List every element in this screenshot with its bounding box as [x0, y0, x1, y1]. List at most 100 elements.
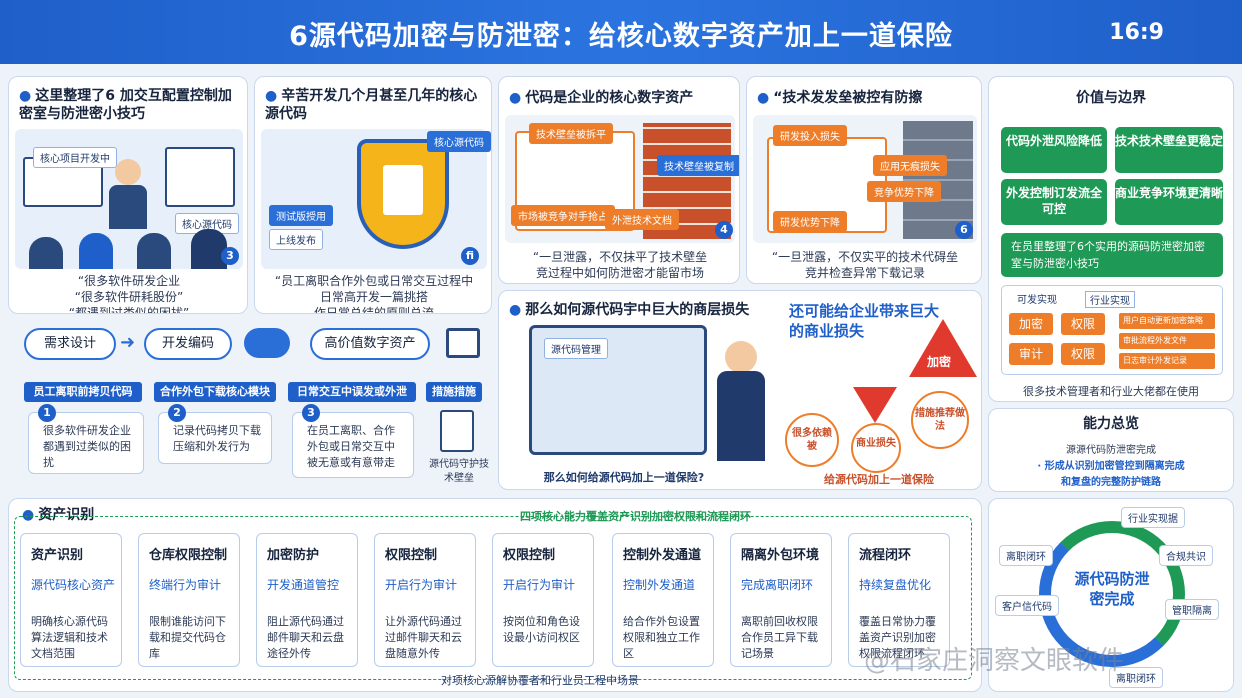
module-card-7: 隔离外包环境 完成离职闭环 离职前回收权限合作员工异下载记场景: [730, 533, 832, 667]
monitor-right: [165, 147, 235, 207]
panel-barrier-title: “技术发发垒被控有防擦: [773, 90, 923, 106]
mini-permission: 权限: [1061, 313, 1105, 335]
presenter-body: [109, 185, 147, 229]
step-number: 4: [715, 221, 733, 239]
tile-barrier-stable: 技术技术壁垒更稳定: [1115, 127, 1223, 173]
module-card-8: 流程闭环 持续复盘优化 覆盖日常协力覆盖资产识别加密权限流程闭环: [848, 533, 950, 667]
tag-release: 上线发布: [269, 229, 323, 250]
person-figure: [725, 341, 757, 373]
stone-wall: [903, 121, 973, 239]
header-bar: 6源代码加密与防泄密：给核心数字资产加上一道保险 16:9: [0, 0, 1242, 64]
audience-2: [79, 233, 113, 269]
step-box-3: 在员工离职、合作外包或日常交互中被无意或有意带走: [292, 412, 414, 478]
green-summary: 在员里整理了6个实用的源码防泄密加密室与防泄密小技巧: [1001, 233, 1223, 277]
step-number: 6: [955, 221, 973, 239]
circle-loss-label: 商业损失: [856, 438, 896, 449]
assets-footer: 对项核心源解协覆者和行业员工程中场景: [441, 674, 639, 687]
step-number: 3: [302, 404, 320, 422]
tag-market-taken: 市场被竞争对手抢占: [511, 205, 615, 226]
step-number: 3: [221, 247, 239, 265]
ability-line-3: 和复盘的完整防护链路: [1061, 477, 1161, 488]
dashed-border: [14, 516, 972, 680]
panel-how-title: 那么如何源代码宇中巨大的商层损失: [525, 302, 750, 318]
tag-core-source: 核心源代码: [427, 131, 491, 152]
circle-dependency: [785, 413, 839, 467]
module-card-4: 权限控制 开启行为审计 让外源代码通过过邮件聊天和云盘随意外传: [374, 533, 476, 667]
panel-digital-asset: ●代码是企业的核心数字资产 技术壁垒被拆平 技术壁垒被复制 市场被竞争对手抢占 …: [498, 76, 740, 284]
mini-audit: 审计: [1009, 343, 1053, 365]
tag-rd-advantage-down: 研发优势下降: [773, 211, 847, 232]
tag-advantage-down: 竞争优势下降: [867, 181, 941, 202]
warning-icon: [909, 319, 977, 377]
document-icon: [383, 165, 423, 215]
bar-measures: 措施措施: [426, 382, 482, 402]
step-number: 1: [38, 404, 56, 422]
pill-asset: 高价值数字资产: [310, 328, 430, 360]
tile-outbound-control: 外发控制订发流全可控: [1001, 179, 1107, 225]
module-card-3: 加密防护 开发通道管控 阻止源代码通过邮件聊天和云盘途径外传: [256, 533, 358, 667]
pill-coding: 开发编码: [144, 328, 232, 360]
mini-encrypt: 加密: [1009, 313, 1053, 335]
tag-rd-loss: 研发投入损失: [773, 125, 847, 146]
panel-source-code: ●辛苦开发几个月甚至几年的核心源代码 测试版授用 上线发布 核心源代码 fi “…: [254, 76, 492, 314]
panel-tech-barrier: ●“技术发发垒被控有防擦 研发投入损失 应用无痕损失 竞争优势下降 研发优势下降…: [746, 76, 982, 284]
bullet-icon: ●: [22, 507, 35, 523]
circle-dependency-label: 很多依赖被: [792, 428, 832, 452]
cycle-label: 合规共识: [1159, 545, 1213, 566]
step-box-1: 很多软件研发企业都遇到过类似的困扰: [28, 412, 144, 474]
presenter-person: [115, 159, 141, 185]
panel-cycle: 源代码防泄密完成 行业实现据 离职闭环 合规共识 客户信代码 管职隔离 离职闭环: [988, 498, 1234, 692]
ability-line-2: · 形成从识别加密管控到隔离完成: [1037, 461, 1185, 472]
audience-4: [191, 229, 227, 269]
red-arrow-down-icon: [853, 387, 897, 423]
panel-intro: ●这里整理了6 加交互配置控制加密室与防泄密小技巧 核心项目开发中 核心源代码 …: [8, 76, 248, 314]
cycle-center: 源代码防泄密完成: [1074, 570, 1150, 608]
storage-icon: [446, 328, 480, 358]
document-icon: [440, 410, 474, 452]
tag-app-loss: 应用无痕损失: [873, 155, 947, 176]
watermark-text: @石家庄洞察文眼软件: [864, 646, 1125, 676]
panel-ability-title: 能力总览: [1083, 416, 1139, 432]
tag-barrier-flattened: 技术壁垒被拆平: [529, 123, 613, 144]
module-card-5: 权限控制 开启行为审计 按岗位和角色设设最小访问权区: [492, 533, 594, 667]
panel-asset-quote: “一旦泄露，不仅抹平了技术壁垒 竞过程中如何防泄密才能留市场: [532, 250, 708, 280]
tag-barrier-copied: 技术壁垒被复制: [657, 155, 739, 176]
list-item: 审批流程外发文件: [1119, 333, 1215, 349]
device-screen: 源代码管理: [529, 325, 707, 455]
panel-value-title: 价值与边界: [1076, 90, 1146, 106]
bullet-icon: ●: [19, 88, 32, 104]
shield-scene: 测试版授用 上线发布 核心源代码 fi: [261, 129, 491, 269]
module-card-1: 资产识别 源代码核心资产 明确核心源代码算法逻辑和技术文档范围: [20, 533, 122, 667]
panel-value: 价值与边界 代码外泄风险降低 技术技术壁垒更稳定 外发控制订发流全可控 商业竞争…: [988, 76, 1234, 402]
bar-daily-leak: 日常交互中误发或外泄: [288, 382, 416, 402]
panel-barrier-quote: “一旦泄露，不仅实平的技术代碍垒 竞并检查异常下载记录: [771, 250, 959, 280]
panel-how-bottom: 给源代码加上一道保险: [824, 473, 934, 486]
page-title: 6源代码加密与防泄密：给核心数字资产加上一道保险: [289, 21, 953, 52]
cycle-label: 行业实现据: [1121, 507, 1185, 528]
office-scene: 核心项目开发中 核心源代码 3: [15, 129, 243, 269]
cycle-label: 客户信代码: [995, 595, 1059, 616]
panel-intro-quote: “很多软件研发企业 “很多软件研耗股份” “都遇到过类似的困扰”: [68, 274, 190, 314]
aspect-ratio-label: 16:9: [1109, 20, 1164, 45]
warning-text: 加密: [927, 355, 952, 369]
headline-loss: 还可能给企业带来巨大的商业损失: [789, 302, 940, 340]
panel-source-title: 辛苦开发几个月甚至几年的核心源代码: [265, 88, 478, 122]
label-achievable: 可发实现: [1017, 295, 1057, 306]
pill-requirement: 需求设计: [24, 328, 116, 360]
tile-leak-risk: 代码外泄风险降低: [1001, 127, 1107, 173]
module-card-6: 控制外发通道 控制外发通道 给合作外包设置权限和独立工作区: [612, 533, 714, 667]
cycle-label: 管职隔离: [1165, 599, 1219, 620]
bar-outsourcing: 合作外包下载核心模块: [154, 382, 276, 402]
audience-3: [137, 233, 171, 269]
screen-label: 源代码管理: [544, 338, 608, 359]
panel-intro-title: 这里整理了6 加交互配置控制加密室与防泄密小技巧: [19, 88, 232, 122]
person-body: [717, 371, 765, 461]
bar-offboarding: 员工离职前拷贝代码: [24, 382, 142, 402]
tag-doc-leak: 外泄技术文档: [605, 209, 679, 230]
sign-project: 核心项目开发中: [33, 147, 117, 168]
panel-ability: 能力总览 源源代码防泄密完成 · 形成从识别加密管控到隔离完成 和复盘的完整防护…: [988, 408, 1234, 492]
value-footer: 很多技术管理者和行业大佬都在使用: [1023, 385, 1199, 398]
ability-line-1: 源源代码防泄密完成: [1066, 445, 1156, 456]
bullet-icon: ●: [509, 302, 522, 318]
wall-scene: 技术壁垒被拆平 技术壁垒被复制 市场被竞争对手抢占 外泄技术文档 4: [505, 115, 739, 243]
